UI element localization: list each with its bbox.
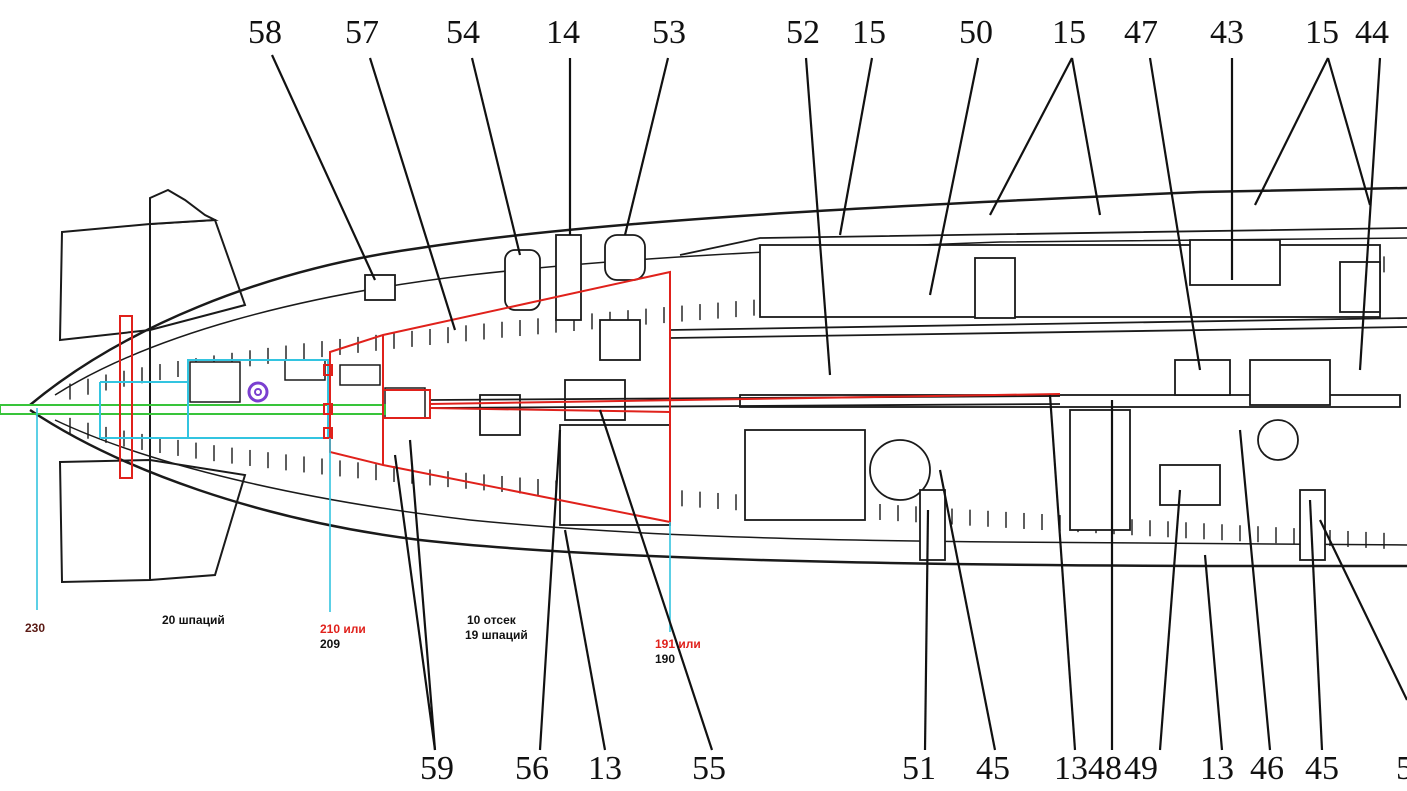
callout-45b: 45: [1305, 750, 1339, 787]
callout-59: 59: [420, 750, 454, 787]
leader-line: [393, 454, 437, 751]
callout-58: 58: [248, 14, 282, 51]
leader-line: [598, 409, 714, 751]
leader-line: [563, 529, 607, 751]
callout-51: 51: [902, 750, 936, 787]
callout-43: 43: [1210, 14, 1244, 51]
callout-15b: 15: [1052, 14, 1086, 51]
frame-209: 209: [320, 637, 341, 651]
leader-line: [408, 439, 437, 751]
callout-48: 48: [1088, 750, 1122, 787]
leader-line: [923, 509, 930, 751]
callout-5-cut: 5: [1396, 750, 1407, 787]
internal-machinery: [364, 227, 1407, 561]
callout-47: 47: [1124, 14, 1158, 51]
callout-53: 53: [652, 14, 686, 51]
span-19: 19 шпаций: [465, 628, 528, 642]
frame-191-label: 191 или 190: [655, 637, 701, 667]
frame-230-label: 230: [25, 621, 45, 636]
leader-line: [1158, 489, 1182, 751]
leader-line: [1319, 519, 1407, 701]
leader-line: [838, 57, 874, 236]
callout-54: 54: [446, 14, 480, 51]
callout-15a: 15: [852, 14, 886, 51]
callout-45a: 45: [976, 750, 1010, 787]
leader-line: [368, 57, 457, 331]
frame-230: 230: [25, 621, 46, 635]
frame-191-alt: 191 или: [655, 637, 701, 651]
callout-49: 49: [1124, 750, 1158, 787]
frame-210-alt: 210 или: [320, 622, 366, 636]
frame-station-lines: [36, 408, 671, 632]
leader-line: [1203, 554, 1224, 751]
frame-210-label: 210 или 209: [320, 622, 366, 652]
leader-line: [270, 54, 377, 281]
leader-line: [538, 429, 562, 751]
callout-57: 57: [345, 14, 379, 51]
callout-55: 55: [692, 750, 726, 787]
span-20-label: 20 шпаций: [162, 613, 225, 628]
leader-line: [1238, 429, 1272, 751]
leader-line: [928, 57, 980, 296]
callout-13b: 13: [1054, 750, 1088, 787]
leader-line: [470, 57, 522, 256]
leader-line: [1148, 57, 1202, 371]
callout-46: 46: [1250, 750, 1284, 787]
aft-cone-internals: [189, 359, 426, 419]
callout-13c: 13: [1200, 750, 1234, 787]
hull-outline: [29, 186, 1407, 568]
compartment-name: 10 отсек: [467, 613, 516, 627]
callout-15c: 15: [1305, 14, 1339, 51]
leader-line: [1308, 499, 1324, 751]
compartment-10-label: 10 отсек 19 шпаций: [465, 613, 528, 643]
leader-line: [804, 57, 832, 376]
leader-line: [1358, 57, 1382, 371]
callout-leader-lines: [270, 54, 1407, 751]
callout-13a: 13: [588, 750, 622, 787]
frame-190: 190: [655, 652, 676, 666]
callout-52: 52: [786, 14, 820, 51]
leader-line: [1070, 57, 1102, 216]
callout-14: 14: [546, 14, 580, 51]
leader-line: [1326, 57, 1372, 206]
leader-line: [989, 57, 1073, 216]
leader-line: [1048, 394, 1077, 751]
leader-line: [623, 57, 670, 236]
callout-56: 56: [515, 750, 549, 787]
leader-line: [1254, 57, 1329, 206]
span-20: 20 шпаций: [162, 613, 225, 627]
callout-44: 44: [1355, 14, 1389, 51]
shaft-highlight: [0, 315, 386, 479]
leader-line: [938, 469, 997, 751]
callout-50: 50: [959, 14, 993, 51]
